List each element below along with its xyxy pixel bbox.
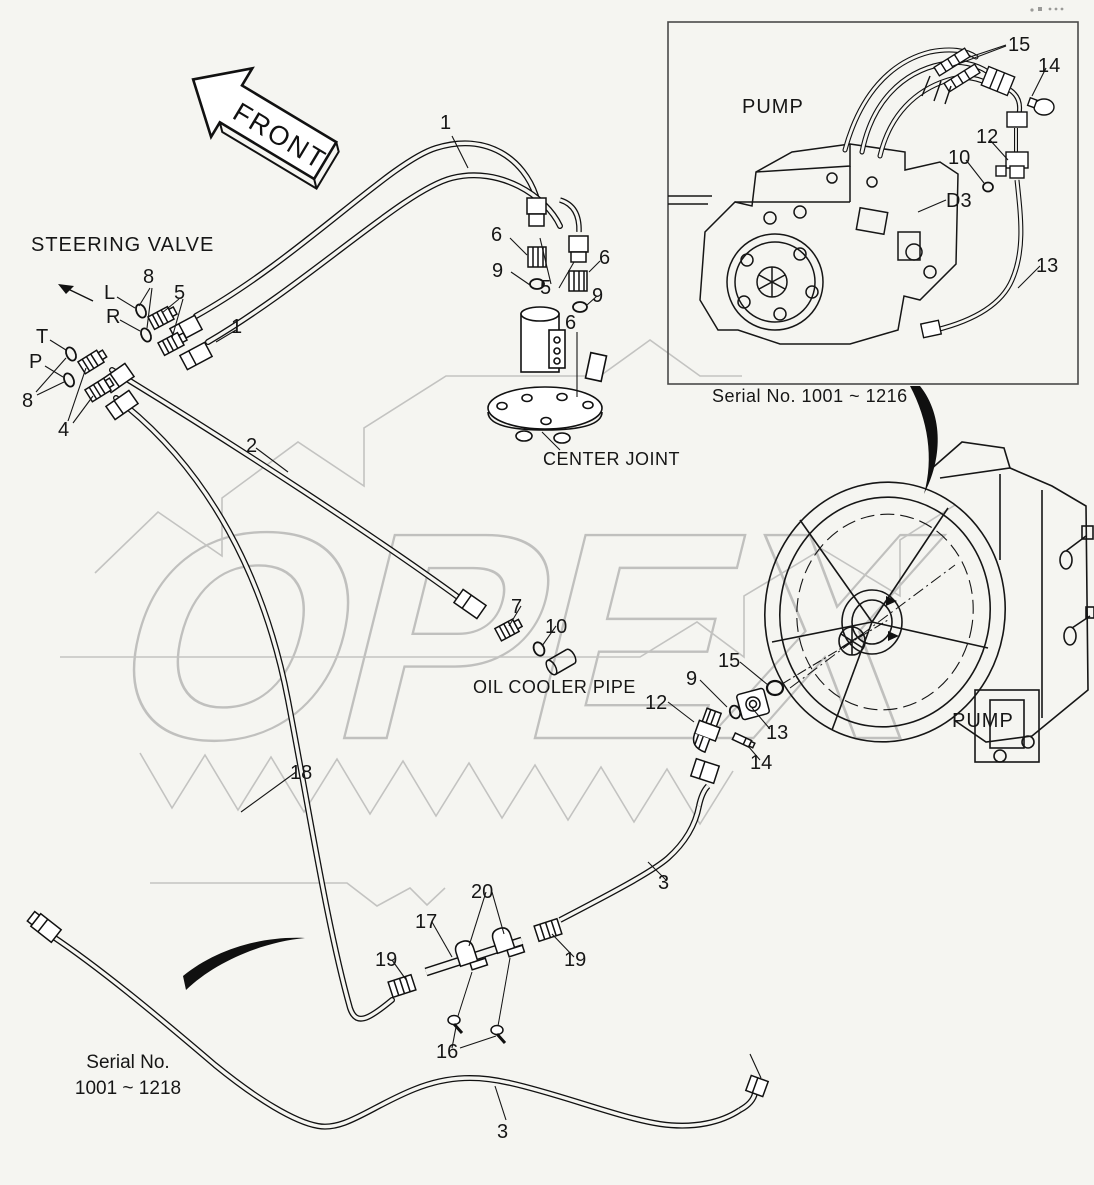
inset-pump-drawing — [668, 143, 959, 345]
callout-inset-14: 14 — [1038, 55, 1061, 77]
callout-6-joint: 6 — [565, 312, 577, 334]
callout-5-center: 5 — [540, 277, 552, 299]
callout-18: 18 — [290, 762, 313, 784]
callout-5-left: 5 — [174, 282, 186, 304]
callout-19-left: 19 — [375, 949, 398, 971]
callout-port-T: T — [36, 326, 49, 348]
callout-8-top: 8 — [143, 266, 155, 288]
callout-2: 2 — [246, 435, 258, 457]
corner-specks — [1030, 7, 1064, 12]
center-joint-fittings — [526, 197, 589, 313]
serial-note-line2: 1001 ~ 1218 — [74, 1078, 182, 1099]
inset-hose-13-path — [919, 179, 1024, 339]
hose-3-bottom-fittings — [26, 910, 770, 1098]
steering-hoses — [109, 140, 563, 1022]
steering-fittings — [63, 303, 214, 421]
callout-12-main: 12 — [645, 692, 668, 714]
callout-4: 4 — [58, 419, 70, 441]
callout-9-right: 9 — [592, 285, 604, 307]
steering-valve-arrow-icon — [58, 284, 94, 302]
front-direction-arrow: FRONT — [191, 66, 340, 190]
callout-8-bottom: 8 — [22, 390, 34, 412]
callout-6-right: 6 — [599, 247, 611, 269]
callout-10-main: 10 — [545, 616, 568, 638]
main-pump — [763, 386, 1094, 763]
hose-3-upper-assembly — [558, 783, 711, 923]
watermark-text: OPEX — [85, 472, 970, 801]
callout-6-left: 6 — [491, 224, 503, 246]
callout-9-elbow: 9 — [686, 668, 698, 690]
bottom-pipe-assembly — [387, 917, 563, 1044]
elbow-12-parts — [689, 679, 785, 785]
callout-3-upper: 3 — [658, 872, 670, 894]
callout-port-L: L — [104, 282, 116, 304]
pump-main-label: PUMP — [952, 710, 1014, 732]
callout-13-main: 13 — [766, 722, 789, 744]
serial-note-main: Serial No. 1001 ~ 1218 — [48, 1050, 208, 1102]
callout-port-R: R — [106, 306, 121, 328]
leader-lines — [35, 44, 1047, 1121]
callout-inset-10: 10 — [948, 147, 971, 169]
swoosh-mark-right — [910, 386, 938, 494]
callout-17: 17 — [415, 911, 438, 933]
opex-watermark: OPEX — [60, 339, 972, 907]
hose-3-bottom — [50, 933, 758, 1130]
callout-9-left: 9 — [492, 260, 504, 282]
callout-3-bottom: 3 — [497, 1121, 509, 1143]
callout-inset-D3: D3 — [946, 190, 972, 212]
steering-valve-label: STEERING VALVE — [31, 234, 215, 256]
callout-19-right: 19 — [564, 949, 587, 971]
callout-inset-13: 13 — [1036, 255, 1059, 277]
center-joint-label: CENTER JOINT — [543, 449, 681, 469]
callout-16: 16 — [436, 1041, 459, 1063]
serial-note-line1: Serial No. — [86, 1052, 170, 1073]
oil-cooler-parts — [452, 588, 577, 676]
callout-port-P: P — [29, 351, 43, 373]
callout-inset-15: 15 — [1008, 34, 1031, 56]
pump-inset-label: PUMP — [742, 96, 804, 118]
oil-cooler-pipe-label: OIL COOLER PIPE — [473, 677, 636, 697]
inset-clamps-and-elbow — [921, 47, 1055, 193]
callout-20: 20 — [471, 881, 494, 903]
inset-serial-caption: Serial No. 1001 ~ 1216 — [712, 386, 908, 406]
center-joint-body — [487, 306, 608, 444]
callout-7: 7 — [511, 596, 523, 618]
callout-15-main: 15 — [718, 650, 741, 672]
swoosh-mark-left — [183, 937, 305, 990]
inset-hoses — [842, 47, 995, 159]
callout-inset-12: 12 — [976, 126, 999, 148]
callout-1-top: 1 — [440, 112, 452, 134]
callout-1-left: 1 — [231, 316, 243, 338]
callout-14-main: 14 — [750, 752, 773, 774]
inset-box — [667, 21, 1079, 385]
